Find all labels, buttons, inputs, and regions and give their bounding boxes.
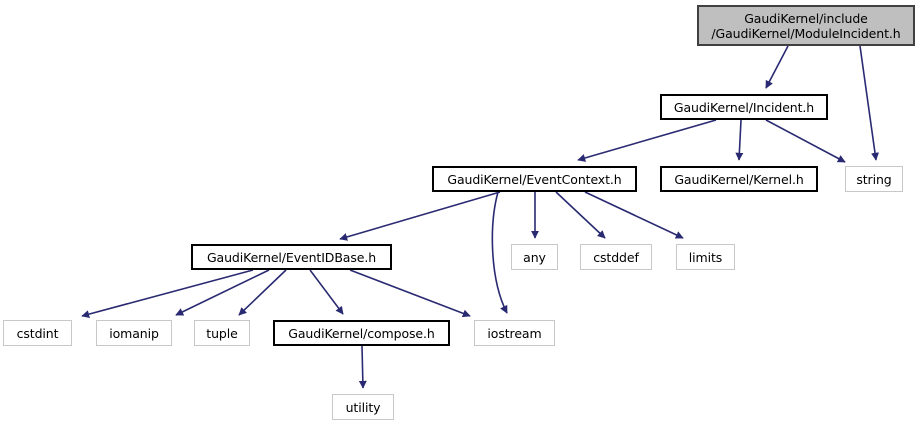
graph-node-label: GaudiKernel/Incident.h [673, 99, 815, 115]
graph-node-label: limits [688, 249, 723, 265]
graph-node-tuple[interactable]: tuple [194, 320, 250, 346]
graph-node-eventcontext[interactable]: GaudiKernel/EventContext.h [432, 166, 637, 192]
graph-node-cstdint[interactable]: cstdint [3, 320, 72, 346]
graph-node-limits[interactable]: limits [676, 244, 735, 270]
graph-node-iomanip[interactable]: iomanip [96, 320, 172, 346]
graph-node-kernel[interactable]: GaudiKernel/Kernel.h [660, 166, 818, 192]
edge-eventidbase-to-compose [309, 269, 344, 315]
graph-node-label: GaudiKernel/include /GaudiKernel/ModuleI… [711, 10, 901, 41]
graph-node-label: any [523, 249, 546, 265]
edge-incident-to-kernel [735, 119, 744, 161]
graph-node-utility[interactable]: utility [332, 394, 394, 420]
edge-eventidbase-to-iostream [349, 269, 471, 318]
graph-node-label: iostream [487, 325, 542, 341]
graph-node-label: GaudiKernel/compose.h [288, 325, 435, 341]
graph-node-cstddef[interactable]: cstddef [580, 244, 652, 270]
edge-eventcontext-to-eventidbase [339, 191, 501, 241]
edge-moduleincident-to-incident [765, 45, 789, 89]
edge-incident-to-eventcontext [577, 119, 717, 162]
edge-eventidbase-to-cstdint [81, 269, 254, 318]
graph-node-label: iomanip [109, 325, 159, 341]
graph-node-label: GaudiKernel/EventContext.h [447, 171, 622, 187]
edge-eventidbase-to-tuple [238, 269, 287, 316]
graph-node-any[interactable]: any [511, 244, 558, 270]
graph-node-label: cstdint [16, 325, 59, 341]
graph-node-moduleincident[interactable]: GaudiKernel/include /GaudiKernel/ModuleI… [697, 5, 915, 46]
graph-node-iostream[interactable]: iostream [474, 320, 555, 346]
graph-node-label: tuple [206, 325, 238, 341]
graph-node-compose[interactable]: GaudiKernel/compose.h [273, 320, 450, 346]
edge-eventcontext-to-cstddef [555, 191, 606, 239]
graph-node-label: GaudiKernel/Kernel.h [674, 171, 804, 187]
graph-node-label: cstddef [593, 249, 639, 265]
edge-eventcontext-to-iostream [491, 191, 508, 314]
edge-incident-to-string [765, 119, 846, 163]
graph-node-label: GaudiKernel/EventIDBase.h [206, 249, 377, 265]
graph-node-label: string [856, 171, 892, 187]
edge-compose-to-utility [358, 345, 367, 389]
edge-eventidbase-to-iomanip [175, 269, 270, 316]
graph-node-eventidbase[interactable]: GaudiKernel/EventIDBase.h [191, 244, 392, 270]
edge-eventcontext-to-limits [584, 191, 684, 239]
graph-node-string[interactable]: string [845, 166, 903, 192]
edge-moduleincident-to-string [859, 45, 879, 161]
graph-node-incident[interactable]: GaudiKernel/Incident.h [660, 94, 828, 120]
graph-node-label: utility [345, 399, 381, 415]
